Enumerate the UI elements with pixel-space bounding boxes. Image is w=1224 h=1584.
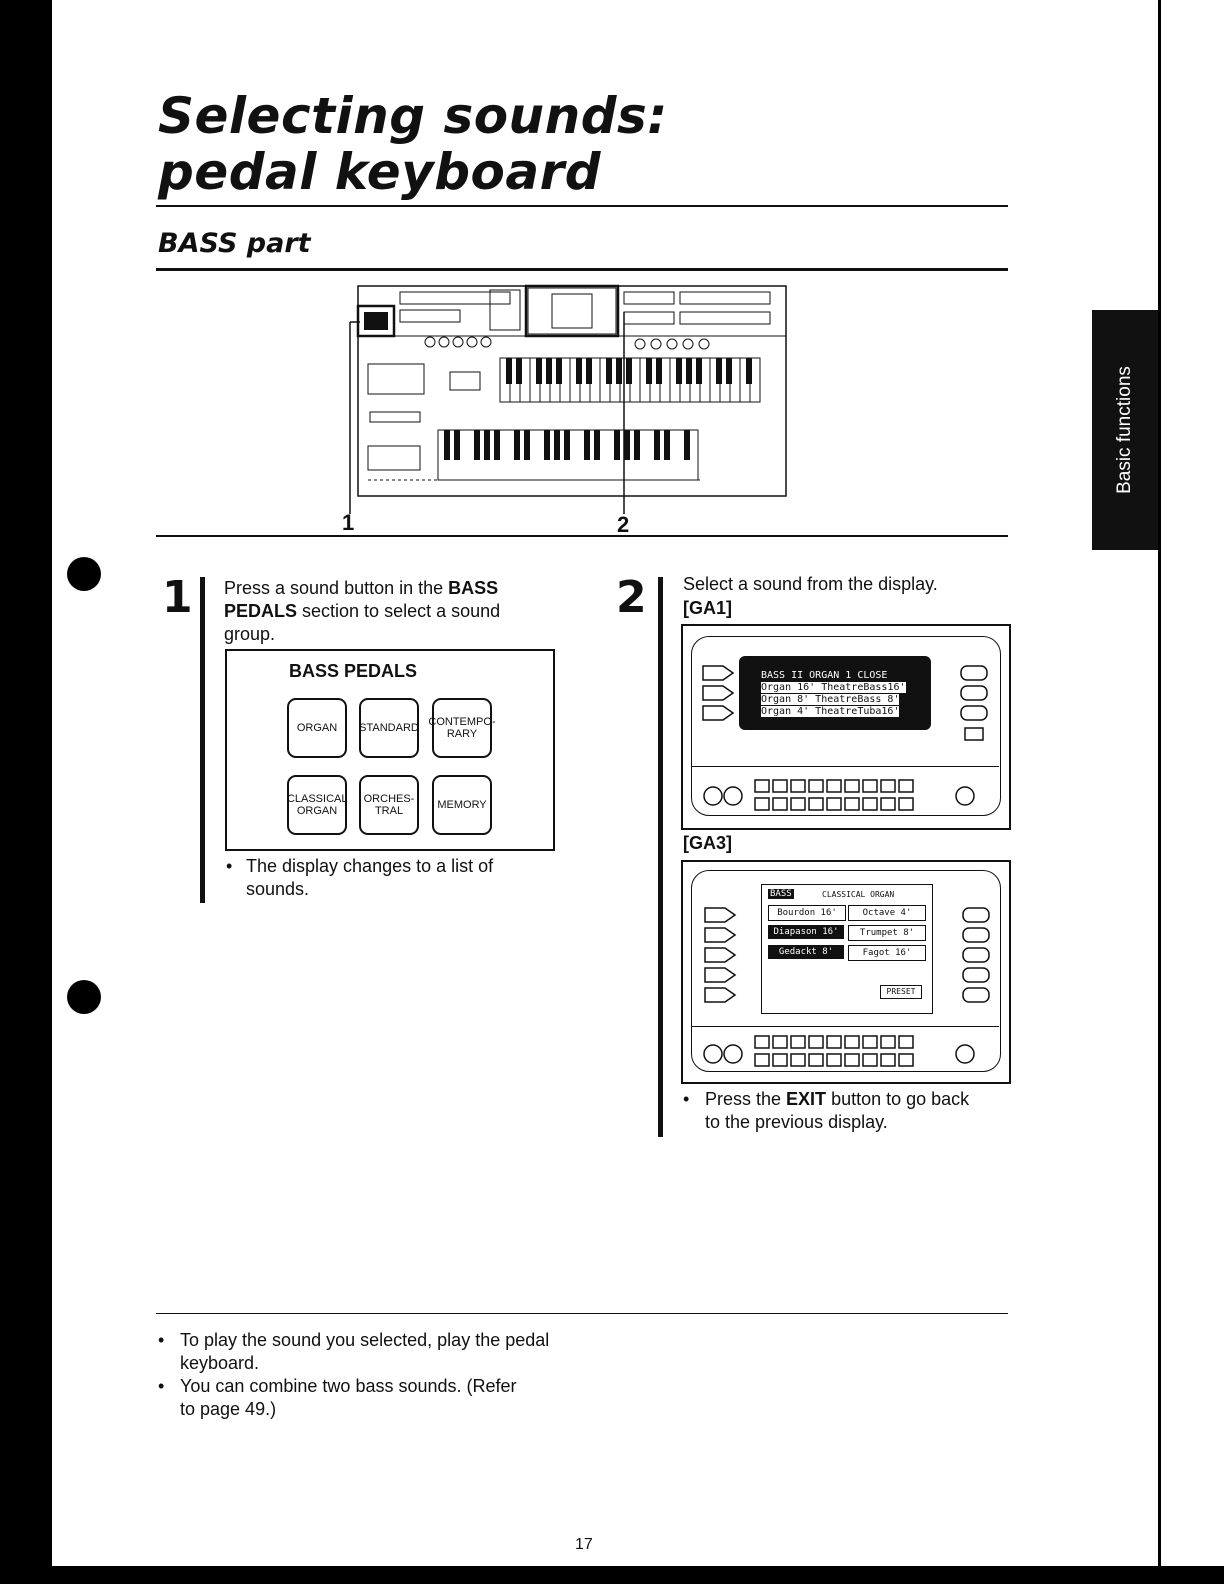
left-border-bar [0, 0, 52, 1584]
title-line-2: pedal keyboard [158, 143, 602, 201]
ga3-cell[interactable]: Octave 4' [848, 905, 926, 921]
tips-rule [156, 1313, 1008, 1314]
standard-button[interactable]: STANDARD [359, 698, 419, 758]
memory-button[interactable]: MEMORY [432, 775, 492, 835]
bass-pedals-title: BASS PEDALS [289, 661, 418, 681]
section-heading: BASS part [158, 228, 311, 259]
ga3-display-panel: BASS CLASSICAL ORGAN Bourdon 16' Octave … [681, 860, 1011, 1084]
ga3-cell[interactable]: Trumpet 8' [848, 925, 926, 941]
organ-console-diagram [349, 284, 787, 514]
page-number: 17 [575, 1536, 593, 1553]
bass-pedals-panel: BASS PEDALS ORGAN STANDARD CONTEMPO-RARY… [225, 649, 555, 851]
step-2-number: 2 [616, 572, 647, 623]
ga1-display-panel: BASS II ORGAN 1 CLOSE Organ 16' TheatreB… [681, 624, 1011, 830]
section-side-tab: Basic functions [1092, 310, 1158, 550]
step-1-number: 1 [162, 572, 193, 623]
ga3-lcd-screen: BASS CLASSICAL ORGAN Bourdon 16' Octave … [761, 884, 933, 1014]
ga1-left-buttons[interactable] [701, 664, 737, 724]
ga3-cell-selected[interactable]: Diapason 16' [768, 925, 844, 939]
binder-hole-top [67, 557, 101, 591]
step-1-note: • The display changes to a list of sound… [226, 856, 494, 899]
ga1-bottom-controls[interactable] [703, 776, 993, 816]
ga1-lcd-screen: BASS II ORGAN 1 CLOSE Organ 16' TheatreB… [739, 656, 931, 730]
step-2-instruction: Select a sound from the display. [683, 574, 938, 594]
ga3-right-buttons[interactable] [961, 906, 993, 1006]
tip-1: • To play the sound you selected, play t… [158, 1330, 550, 1373]
classical-organ-button[interactable]: CLASSICAL ORGAN [287, 775, 347, 835]
ga3-preset-button[interactable]: PRESET [880, 985, 922, 999]
diagram-rule [156, 535, 1008, 537]
ga3-cell-selected[interactable]: Gedackt 8' [768, 945, 844, 959]
organ-button[interactable]: ORGAN [287, 698, 347, 758]
binder-hole-bottom [67, 980, 101, 1014]
ga1-label: [GA1] [683, 598, 732, 618]
page-title: Selecting sounds: pedal keyboard [158, 88, 668, 200]
step-2-bar [658, 577, 663, 1137]
section-rule [156, 268, 1008, 271]
callout-2: 2 [617, 512, 630, 537]
side-tab-label: Basic functions [1114, 366, 1135, 494]
title-line-1: Selecting sounds: [158, 87, 668, 145]
ga3-bottom-controls[interactable] [703, 1032, 993, 1072]
ga3-left-buttons[interactable] [703, 906, 739, 1006]
contemporary-button[interactable]: CONTEMPO-RARY [428, 698, 496, 758]
callout-1: 1 [342, 510, 355, 535]
title-rule [156, 205, 1008, 207]
right-border-line [1158, 0, 1161, 1584]
ga3-label: [GA3] [683, 833, 732, 853]
step-2-note: • Press the EXIT button to go back to th… [683, 1089, 970, 1132]
ga1-right-buttons[interactable] [959, 664, 991, 744]
ga3-cell[interactable]: Bourdon 16' [768, 905, 846, 921]
tip-2: • You can combine two bass sounds. (Refe… [158, 1376, 517, 1419]
step-1-bar [200, 577, 205, 903]
ga3-cell[interactable]: Fagot 16' [848, 945, 926, 961]
orchestral-button[interactable]: ORCHES-TRAL [359, 775, 419, 835]
step-1-instruction: Press a sound button in the BASS PEDALS … [224, 578, 501, 644]
bottom-border-bar [0, 1566, 1224, 1584]
